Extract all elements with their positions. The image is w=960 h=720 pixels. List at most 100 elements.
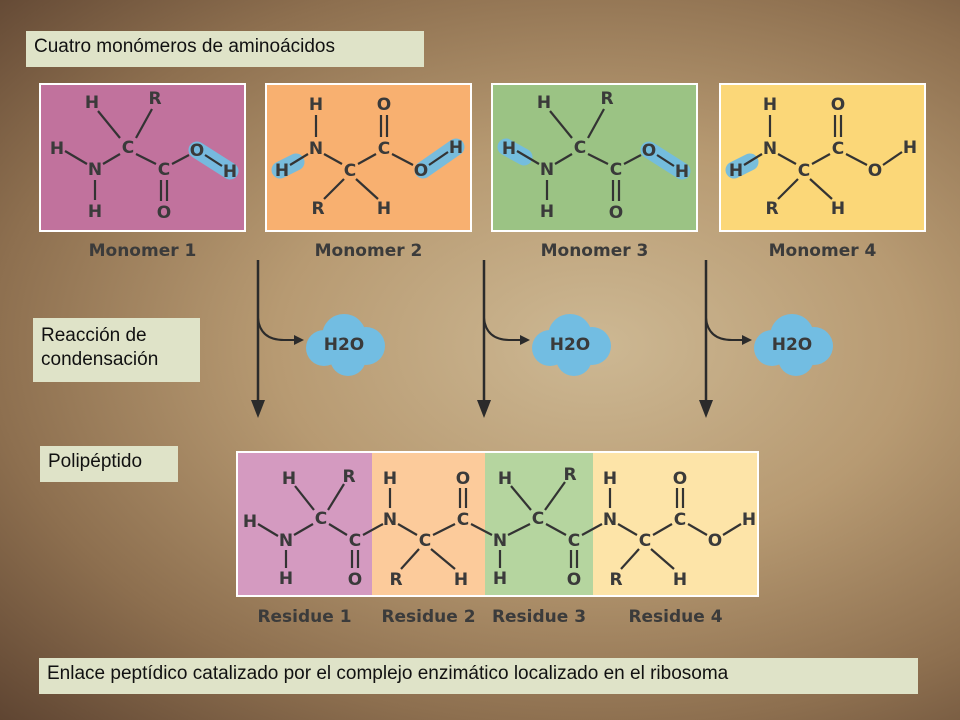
residue-4: Residue 4 bbox=[593, 452, 758, 627]
oxygen-label: O bbox=[567, 570, 581, 590]
hydrogen-label: H bbox=[243, 512, 257, 532]
bond-n-h bbox=[64, 150, 88, 165]
hydroxyl-hydrogen-label: H bbox=[449, 138, 463, 158]
arrow-head bbox=[699, 400, 713, 418]
oxygen-label: O bbox=[348, 570, 362, 590]
bond-c-r bbox=[135, 108, 153, 139]
bond bbox=[650, 548, 675, 570]
bond-c-o bbox=[845, 153, 868, 166]
branch-curve bbox=[705, 317, 744, 341]
bond-c-o bbox=[623, 154, 642, 165]
oxygen-label: O bbox=[673, 469, 687, 489]
residue-box bbox=[485, 452, 593, 596]
hydrogen-label: H bbox=[673, 570, 687, 590]
bond-c-c bbox=[811, 153, 831, 165]
water-blob bbox=[330, 340, 366, 376]
bond bbox=[294, 485, 315, 511]
water-molecule-icon bbox=[754, 314, 833, 376]
bond-c-h bbox=[97, 110, 121, 139]
alpha-carbon-label: C bbox=[315, 509, 327, 529]
bond bbox=[400, 548, 420, 570]
water-blob bbox=[778, 340, 814, 376]
hydroxyl-oxygen-label: O bbox=[708, 531, 722, 551]
branch-curve bbox=[257, 317, 296, 341]
residue-2: Residue 2 bbox=[372, 452, 485, 627]
bond bbox=[652, 523, 673, 536]
bond bbox=[432, 523, 456, 536]
hydrogen-label: H bbox=[383, 469, 397, 489]
hydroxyl-oxygen-label: O bbox=[190, 141, 204, 161]
alpha-carbon-label: C bbox=[532, 509, 544, 529]
water-molecule-icon bbox=[532, 314, 611, 376]
peptide-bond bbox=[470, 523, 493, 536]
branch-curve bbox=[483, 317, 522, 341]
carboxyl-carbon-label: C bbox=[158, 160, 170, 180]
bond bbox=[257, 523, 279, 537]
bond-c-c bbox=[587, 153, 609, 165]
peptide-bond bbox=[581, 523, 603, 536]
amino-hydrogen-label: H bbox=[50, 139, 64, 159]
side-chain-label: R bbox=[342, 467, 355, 487]
bond-c-r bbox=[323, 178, 345, 200]
bond bbox=[430, 548, 456, 570]
monomer-caption: Monomer 4 bbox=[769, 241, 877, 261]
bond bbox=[293, 523, 314, 536]
hydrogen-label: H bbox=[454, 570, 468, 590]
amino-hydrogen-label: H bbox=[540, 202, 554, 222]
peptide-bond-label: Enlace peptídico catalizado por el compl… bbox=[39, 658, 918, 694]
polypeptide-outline bbox=[236, 451, 759, 597]
bond-n-h bbox=[743, 153, 763, 166]
hydroxyl-hydrogen-label: H bbox=[675, 162, 689, 182]
water-label: H2O bbox=[772, 335, 813, 355]
hydrogen-label: H bbox=[282, 469, 296, 489]
hydroxyl-hydrogen-label: H bbox=[903, 138, 917, 158]
carbonyl-carbon-label: C bbox=[568, 531, 580, 551]
branch-arrow-head bbox=[520, 335, 530, 345]
alpha-hydrogen-label: H bbox=[85, 93, 99, 113]
amino-hydrogen-label: H bbox=[88, 202, 102, 222]
side-chain-label: R bbox=[765, 199, 778, 219]
condensation-arrow-1: H2O bbox=[251, 260, 385, 418]
monomer-caption: Monomer 2 bbox=[315, 241, 423, 261]
carboxyl-carbon-label: C bbox=[832, 139, 844, 159]
condensation-arrow-3: H2O bbox=[699, 260, 833, 418]
oxygen-label: O bbox=[456, 469, 470, 489]
water-blob bbox=[556, 340, 592, 376]
alpha-carbon-label: C bbox=[639, 531, 651, 551]
amino-nitrogen-label: N bbox=[540, 160, 554, 180]
bond bbox=[544, 481, 566, 511]
residue-box bbox=[372, 452, 485, 596]
side-chain-label: R bbox=[609, 570, 622, 590]
monomers-label: Cuatro monómeros de aminoácidos bbox=[26, 31, 424, 67]
hydroxyl-hydrogen-label: H bbox=[223, 162, 237, 182]
hydrogen-label: H bbox=[742, 510, 756, 530]
bond-c-h bbox=[549, 110, 573, 139]
nitrogen-label: N bbox=[493, 531, 507, 551]
residue-caption: Residue 2 bbox=[381, 607, 475, 627]
bond-c-c bbox=[357, 153, 377, 165]
monomer-caption: Monomer 1 bbox=[89, 241, 197, 261]
nitrogen-label: N bbox=[279, 531, 293, 551]
condensation-label-line2: condensación bbox=[41, 349, 159, 370]
bond-c-h bbox=[355, 178, 379, 200]
nitrogen-label: N bbox=[383, 510, 397, 530]
arrow-head bbox=[251, 400, 265, 418]
side-chain-label: R bbox=[600, 89, 613, 109]
bond-c-n bbox=[102, 153, 121, 165]
bond-c-r bbox=[587, 108, 605, 139]
amino-hydrogen-label: H bbox=[502, 139, 516, 159]
alpha-carbon-label: C bbox=[798, 161, 810, 181]
carboxyl-carbon-label: C bbox=[378, 139, 390, 159]
water-molecule-icon bbox=[306, 314, 385, 376]
hydroxyl-oxygen-label: O bbox=[642, 141, 656, 161]
alpha-hydrogen-label: H bbox=[377, 199, 391, 219]
bond-c-o bbox=[171, 154, 190, 165]
bond bbox=[327, 483, 345, 511]
amino-nitrogen-label: N bbox=[309, 139, 323, 159]
side-chain-label: R bbox=[563, 465, 576, 485]
